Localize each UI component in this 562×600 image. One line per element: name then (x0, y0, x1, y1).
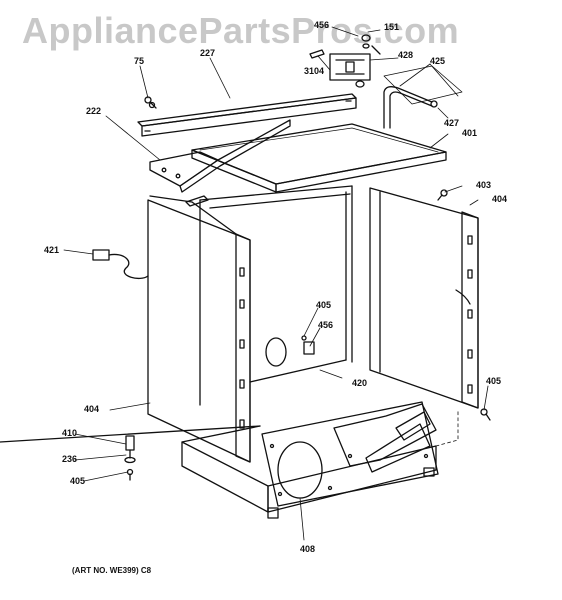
callout-428: 428 (398, 50, 414, 60)
vent-tube (383, 65, 463, 129)
callout-236: 236 (62, 454, 78, 464)
callout-420: 420 (352, 378, 368, 388)
callout-405-right: 405 (486, 376, 502, 386)
callout-75: 75 (134, 56, 145, 66)
callout-427: 427 (444, 118, 460, 128)
callout-227: 227 (200, 48, 216, 58)
callout-425: 425 (430, 56, 446, 66)
screw (144, 96, 157, 109)
callout-405-left: 405 (70, 476, 86, 486)
watermark: AppliancePartsPros.com (22, 10, 460, 51)
right-side-panel (369, 187, 479, 409)
callout-222: 222 (86, 106, 102, 116)
screws-right (437, 189, 491, 421)
callout-403: 403 (476, 180, 492, 190)
top-cover (191, 123, 447, 193)
base-frame (0, 409, 459, 519)
callout-408: 408 (300, 544, 316, 554)
back-panel (199, 185, 353, 406)
callout-410: 410 (62, 428, 78, 438)
leveling-leg (124, 435, 136, 481)
callout-151: 151 (384, 22, 400, 32)
left-side-panel (147, 195, 251, 463)
callout-405-mid: 405 (316, 300, 332, 310)
callout-401: 401 (462, 128, 478, 138)
top-rail (137, 93, 357, 137)
art-number: (ART NO. WE399) C8 (72, 566, 152, 575)
callout-404-left: 404 (84, 404, 100, 414)
callout-421: 421 (44, 245, 60, 255)
callout-456-top: 456 (314, 20, 330, 30)
switch-bracket (309, 34, 381, 88)
callout-404-right: 404 (492, 194, 508, 204)
callout-3104: 3104 (304, 66, 325, 76)
front-base-panel (261, 401, 439, 507)
callout-456-mid: 456 (318, 320, 334, 330)
power-cord (92, 249, 149, 280)
